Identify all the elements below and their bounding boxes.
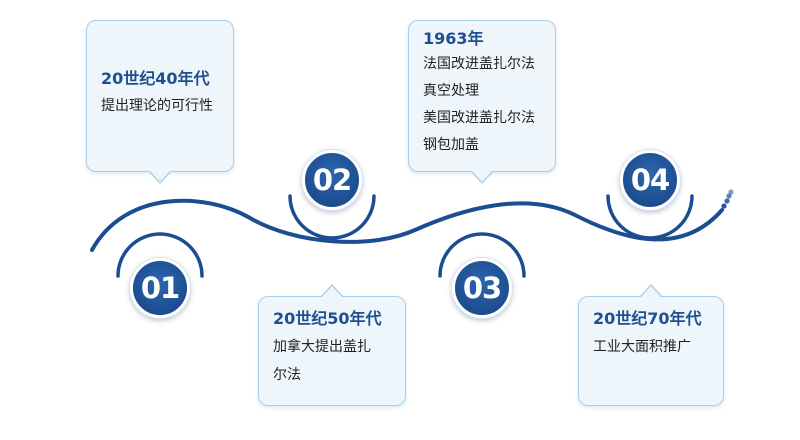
milestone-2-callout: 20世纪50年代 加拿大提出盖扎 尔法	[258, 284, 406, 406]
milestone-3-line-1: 法国改进盖扎尔法	[423, 56, 535, 72]
milestone-4-line-1: 工业大面积推广	[593, 339, 691, 355]
milestone-3-line-4: 钢包加盖	[423, 137, 479, 153]
milestone-2-node: 02	[302, 150, 362, 210]
node-04-arc	[606, 194, 694, 240]
milestone-3-title: 1963年	[423, 29, 484, 48]
milestone-3-callout: 1963年 法国改进盖扎尔法 真空处理 美国改进盖扎尔法 钢包加盖	[408, 20, 556, 184]
milestone-1-title: 20世纪40年代	[101, 69, 210, 88]
milestone-3-line-2: 真空处理	[423, 83, 479, 99]
milestone-4-node: 04	[620, 150, 680, 210]
node-03-arc	[438, 232, 526, 278]
node-02-arc	[288, 194, 376, 240]
milestone-2-line-1: 加拿大提出盖扎	[273, 339, 371, 355]
milestone-1-callout: 20世纪40年代 提出理论的可行性	[86, 20, 234, 184]
timeline-end-dots	[721, 189, 734, 209]
timeline-curve	[90, 198, 724, 252]
milestone-1-line-1: 提出理论的可行性	[101, 98, 213, 114]
milestone-2-line-2: 尔法	[273, 367, 301, 383]
milestone-4-title: 20世纪70年代	[593, 309, 702, 328]
milestone-1-node: 01	[130, 258, 190, 318]
node-01-arc	[116, 232, 204, 278]
milestone-4-callout: 20世纪70年代 工业大面积推广	[578, 284, 724, 406]
milestone-3-line-3: 美国改进盖扎尔法	[423, 110, 535, 126]
milestone-2-title: 20世纪50年代	[273, 309, 382, 328]
milestone-3-node: 03	[452, 258, 512, 318]
